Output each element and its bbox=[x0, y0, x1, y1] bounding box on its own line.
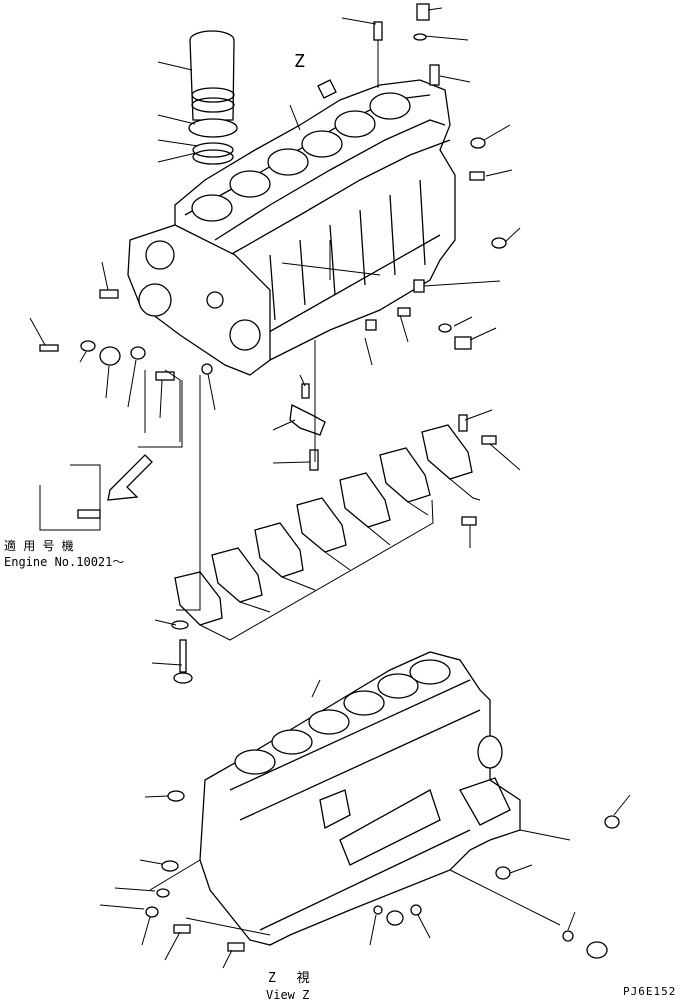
cap-bolt bbox=[171, 620, 193, 684]
view-z-en-label: View Z bbox=[266, 988, 310, 1002]
applicable-machines-label: 適 用 号 機 bbox=[4, 539, 74, 553]
top-right-small-parts bbox=[365, 3, 507, 350]
lower-small-parts bbox=[145, 790, 620, 959]
cylinder-block-upper bbox=[127, 79, 456, 376]
main-bearing-caps bbox=[174, 424, 473, 626]
callout-lines bbox=[29, 7, 631, 969]
cylinder-block-lower bbox=[199, 651, 521, 946]
view-z-jp-label: Z 視 bbox=[268, 971, 310, 986]
center-bracket-parts bbox=[289, 383, 497, 526]
figure-code-label: PJ6E152 bbox=[623, 985, 677, 998]
left-small-parts bbox=[39, 289, 213, 519]
cylinder-liner bbox=[188, 30, 238, 165]
view-letter-z: Z bbox=[294, 51, 305, 72]
engine-serial-label: Engine No.10021～ bbox=[4, 555, 125, 569]
